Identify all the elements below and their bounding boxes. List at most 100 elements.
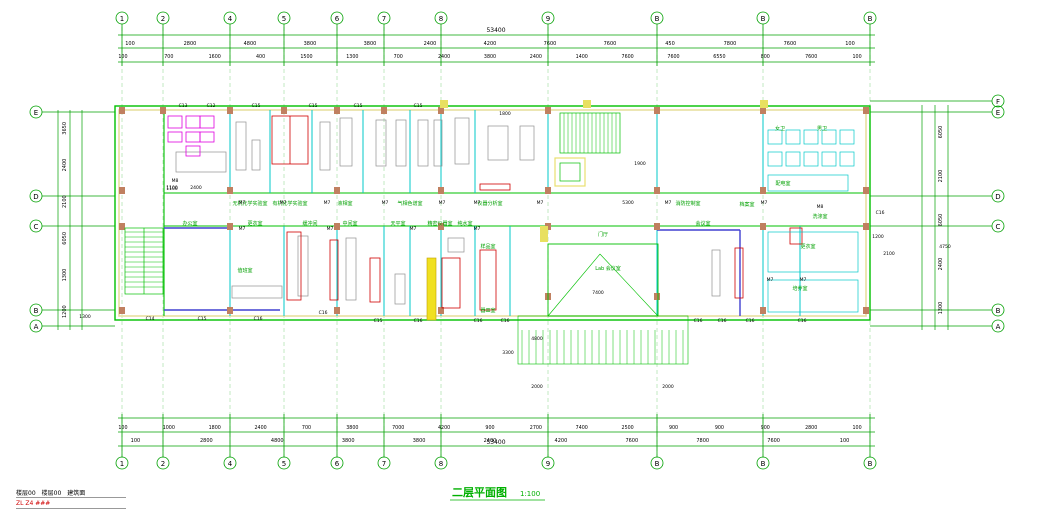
column [119,187,125,194]
legend-area: 建筑面 [67,489,86,497]
room-label: 更衣室 [247,220,262,227]
dimension-value: 2400 [530,54,542,60]
window-label: C15 [252,103,261,109]
misc-dimension-label: 4750 [939,244,951,250]
dimension-value: 100 [852,54,861,60]
room-label: 气相色谱室 [397,200,422,207]
left-stair-treads [125,231,163,288]
dimension-value: 6550 [713,54,725,60]
lower-room-partitions [229,226,801,316]
dimension-value: 7600 [544,41,557,47]
room-label: 缓冲间 [302,220,317,227]
side-dimension-value: 6050 [62,232,68,245]
grid-label-bottom: 7 [382,460,386,468]
column [334,223,340,230]
column [438,223,444,230]
column [863,307,869,314]
room-label: 女卫 [775,125,785,132]
drawing-title: 二层平面图 [452,486,507,499]
dimension-value: 1500 [300,54,312,60]
grid-label-bottom: 1 [120,460,124,468]
dimension-value: 700 [164,54,173,60]
side-dimension-value: 2100 [938,170,944,183]
room-label: 中间室 [342,220,357,227]
column [119,223,125,230]
grid-label-left: B [34,307,39,315]
misc-dimension-label: 1900 [634,161,646,167]
grid-label-left: C [34,223,39,231]
total-dimension-bottom: 53400 [486,439,505,446]
upper-room-partitions [229,110,764,193]
bench [487,125,509,161]
misc-dimension-label: 1200 [872,234,884,240]
dimension-value: 7000 [392,425,404,431]
dimension-value: 2400 [438,54,450,60]
grid-label-left: D [33,193,38,201]
dimension-value: 1300 [346,54,358,60]
yellow-markers [440,100,768,242]
misc-dimension-label: 1800 [499,111,511,117]
dimension-value: 100 [118,54,127,60]
dimension-value: 1400 [576,54,588,60]
structural-columns [119,107,869,314]
column [227,107,233,114]
room-label: Lab 会议室 [595,265,621,272]
dimension-value: 1600 [209,54,221,60]
dimension-value: 7600 [604,41,617,47]
window-label: C16 [798,318,807,324]
dimension-value: 7600 [667,54,679,60]
column-grid-lines [121,27,871,460]
room-label: 精密仪器室 [427,220,452,227]
elevator [554,157,586,187]
column [438,187,444,194]
door-label: M7 [324,200,331,206]
dimension-value: 2700 [530,425,542,431]
room-label: 值班室 [237,267,252,274]
dimension-value: 2400 [484,438,497,444]
misc-dimension-label: 2400 [190,185,202,191]
window-label: C16 [876,210,885,216]
dimension-value: 1800 [209,425,221,431]
window-label: C15 [309,103,318,109]
dimension-value: 7600 [767,438,780,444]
dimension-value: 2800 [184,41,197,47]
grid-label-top: 2 [161,15,165,23]
column [760,187,766,194]
legend-row-2: ZL Z4 ### [16,498,126,509]
bench [251,139,261,171]
legend-code: ZL Z4 ### [16,499,51,507]
dimension-value: 100 [131,438,141,444]
grid-label-top: B [761,15,766,23]
lab-furniture-red [271,115,803,311]
column [438,107,444,114]
column [227,223,233,230]
column [654,293,660,300]
window-label: C13 [179,103,188,109]
column [334,107,340,114]
door-label: M7 [439,200,446,206]
window-label: C16 [694,318,703,324]
door-label: M7 [767,277,774,283]
dimension-value: 900 [715,425,724,431]
door-label: M7 [327,226,334,232]
window-label: C15 [354,103,363,109]
door-label: M7 [382,200,389,206]
room-labels: 无机化学实验室有机化学实验室液相室气相色谱室仪器分析室办公室更衣室缓冲间中间室L… [182,125,827,314]
side-dimension-value: 2400 [938,258,944,271]
lab-benches [175,117,721,305]
column [227,187,233,194]
column [281,107,287,114]
dimension-value: 3800 [346,425,358,431]
column [863,223,869,230]
legend-floor-a: 楼层00 [16,489,36,497]
room-label: 培养室 [792,285,807,292]
dimension-value: 7600 [805,54,817,60]
room-label: 会议室 [695,220,710,227]
blue-partitions [164,227,741,316]
bench [454,117,470,165]
column [760,107,766,114]
misc-dimension-label: 5300 [622,200,634,206]
window-label: C16 [501,318,510,324]
